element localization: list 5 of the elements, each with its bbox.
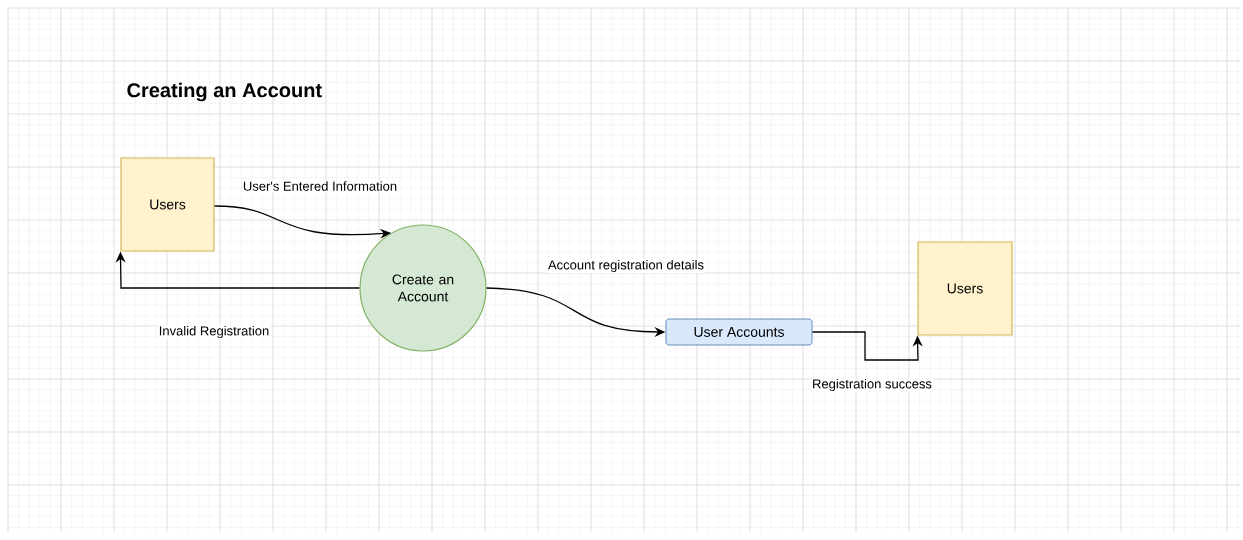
title: Creating an Account bbox=[127, 82, 322, 102]
entity-box: Users bbox=[917, 241, 1013, 336]
entity-box: Users bbox=[120, 157, 215, 252]
data-store-box: User Accounts bbox=[665, 318, 813, 346]
edge-label: User's Entered Information bbox=[241, 180, 399, 192]
